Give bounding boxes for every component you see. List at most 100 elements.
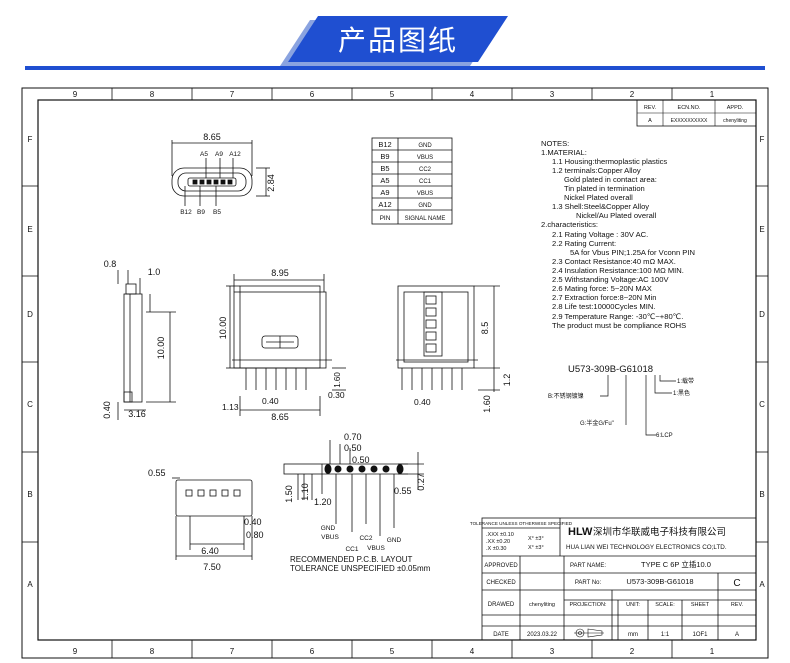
note-line: 1.1 Housing:thermoplastic plastics [552, 157, 667, 166]
col-label-top: 1 [710, 90, 715, 99]
dim-side-10-00: 10.00 [156, 337, 166, 360]
pin-table-pin: A9 [380, 188, 389, 197]
pcb-pin-vbus2: VBUS [367, 545, 385, 552]
dim-bottom-0-40: 0.40 [244, 517, 262, 527]
col-label-top: 2 [630, 90, 635, 99]
dim-pcb-0-27: 0.27 [416, 473, 426, 491]
part-no-label: PART No: [575, 580, 602, 586]
note-line: 2.2 Rating Current: [552, 239, 616, 248]
col-label-bottom: 7 [230, 647, 235, 656]
row-label-left: E [27, 225, 32, 234]
note-line: Gold plated in contact area: [564, 175, 657, 184]
border-grid-labels: 9 8 7 6 5 4 3 2 1 9 8 7 6 5 4 3 2 1 F E … [27, 90, 765, 656]
pcb-pin-cc1: CC1 [345, 546, 358, 553]
pin-table-signal: CC2 [419, 167, 432, 173]
tolerance-angle: X° ±3° [528, 536, 544, 542]
note-line: 2.1 Rating Voltage : 30V AC. [552, 230, 648, 239]
row-label-left: D [27, 310, 33, 319]
dim-bottom-7-50: 7.50 [203, 562, 221, 572]
pcb-pin-gnd2: GND [387, 537, 402, 544]
col-label-bottom: 6 [310, 647, 315, 656]
col-label-top: 8 [150, 90, 155, 99]
notes-block: NOTES: 1.MATERIAL: 1.1 Housing:thermopla… [541, 139, 695, 330]
note-line: Nickel/Au Plated overall [576, 211, 657, 220]
tolerance-title: TOLERANCE UNLESS OTHERWISE SPECIFIED [470, 521, 573, 526]
pin-table-pin: B9 [380, 152, 389, 161]
pin-table-header-signal: SIGNAL NAME [405, 216, 446, 222]
pin-table-pin: A5 [380, 176, 389, 185]
part-name: TYPE C 6P 立插10.0 [641, 559, 711, 569]
note-line: NOTES: [541, 139, 569, 148]
scale-value: 1:1 [661, 632, 670, 638]
dim-pcb-1-50: 1.50 [284, 485, 294, 503]
ecn-value: EXXXXXXXXXX [671, 118, 708, 124]
top-view [226, 274, 346, 416]
revision-block: REV. ECN.NO. APPD. A EXXXXXXXXXX chenyli… [636, 99, 757, 127]
row-label-right: A [759, 580, 765, 589]
col-label-top: 3 [550, 90, 555, 99]
pin-table-signal: GND [418, 203, 432, 209]
note-line: 2.5 Withstanding Voltage:AC 100V [552, 275, 669, 284]
front-view [171, 140, 270, 206]
drawed-label: DRAWED [488, 602, 515, 608]
ecn-header: ECN.NO. [678, 105, 701, 111]
part-code-label-black: 1:黑色 [673, 389, 690, 397]
pcb-pin-gnd: GND [321, 525, 336, 532]
pin-table-signal: CC1 [419, 179, 432, 185]
row-label-right: B [759, 490, 764, 499]
sheet-value: 1OF1 [692, 632, 708, 638]
pcb-layout-tolerance: TOLERANCE UNSPECIFIED ±0.05mm [290, 564, 431, 573]
note-line: 5A for Vbus PIN;1.25A for Vconn PIN [570, 248, 695, 257]
tolerance-line: .X ±0.30 [486, 546, 506, 552]
col-label-top: 5 [390, 90, 395, 99]
dim-pcb-1-10: 1.10 [300, 483, 310, 501]
dim-top-10-00: 10.00 [218, 317, 228, 340]
pin-table-pin: B5 [380, 164, 389, 173]
pcb-layout-title: RECOMMENDED P.C.B. LAYOUT [290, 555, 413, 564]
row-label-right: F [760, 135, 765, 144]
part-code-label-g: G:半金G/Fu" [580, 419, 614, 427]
title-block [481, 517, 757, 641]
dim-pcb-0-70: 0.70 [344, 432, 362, 442]
dim-top-8-95: 8.95 [271, 268, 289, 278]
row-label-left: A [27, 580, 33, 589]
rev-header: REV. [644, 105, 657, 111]
appd-value: chenyliting [723, 118, 747, 124]
projection-label: PROJECTION: [570, 602, 607, 608]
note-line: 1.MATERIAL: [541, 148, 587, 157]
dim-bottom-0-80: 0.80 [246, 530, 264, 540]
note-line: The product must be compliance ROHS [552, 321, 686, 330]
dim-top-8-65: 8.65 [271, 412, 289, 422]
part-code: U573-309B-G61018 [568, 364, 653, 375]
row-label-left: C [27, 400, 33, 409]
col-label-bottom: 1 [710, 647, 715, 656]
note-line: Nickel Plated overall [564, 193, 633, 202]
dim-rear-8-5: 8.5 [480, 322, 490, 335]
tolerance-angle: X° ±3° [528, 545, 544, 551]
dim-side-0-40: 0.40 [102, 401, 112, 419]
pcb-pin-vbus: VBUS [321, 534, 339, 541]
date-label: DATE [493, 632, 509, 638]
bottom-view [172, 477, 253, 560]
pin-table [371, 137, 453, 225]
company-logo: HLW [568, 526, 593, 538]
pin-label-a5: A5 [200, 151, 208, 158]
appd-header: APPD. [727, 105, 744, 111]
col-label-bottom: 5 [390, 647, 395, 656]
part-no: U573-309B-G61018 [626, 577, 693, 586]
company-name-cn: 深圳市华联威电子科技有限公司 [593, 526, 726, 538]
drawer-name: chenyliting [529, 602, 555, 608]
rev-value-bottom: A [735, 632, 739, 638]
side-view [117, 270, 176, 420]
pin-label-a12: A12 [229, 151, 241, 158]
pin-label-b9: B9 [197, 209, 205, 216]
col-label-bottom: 8 [150, 647, 155, 656]
note-line: 1.3 Shell:Steel&Copper Alloy [552, 202, 649, 211]
scale-label: SCALE: [655, 602, 675, 608]
pin-table-header-pin: PIN [380, 215, 391, 222]
pin-label-b12: B12 [180, 209, 192, 216]
note-line: 2.8 Life test:10000Cycles MIN. [552, 302, 655, 311]
engineering-drawing: 9 8 7 6 5 4 3 2 1 9 8 7 6 5 4 3 2 1 F E … [21, 87, 769, 659]
pin-table-signal: VBUS [417, 155, 433, 161]
note-line: 2.3 Contact Resistance:40 mΩ MAX. [552, 257, 676, 266]
